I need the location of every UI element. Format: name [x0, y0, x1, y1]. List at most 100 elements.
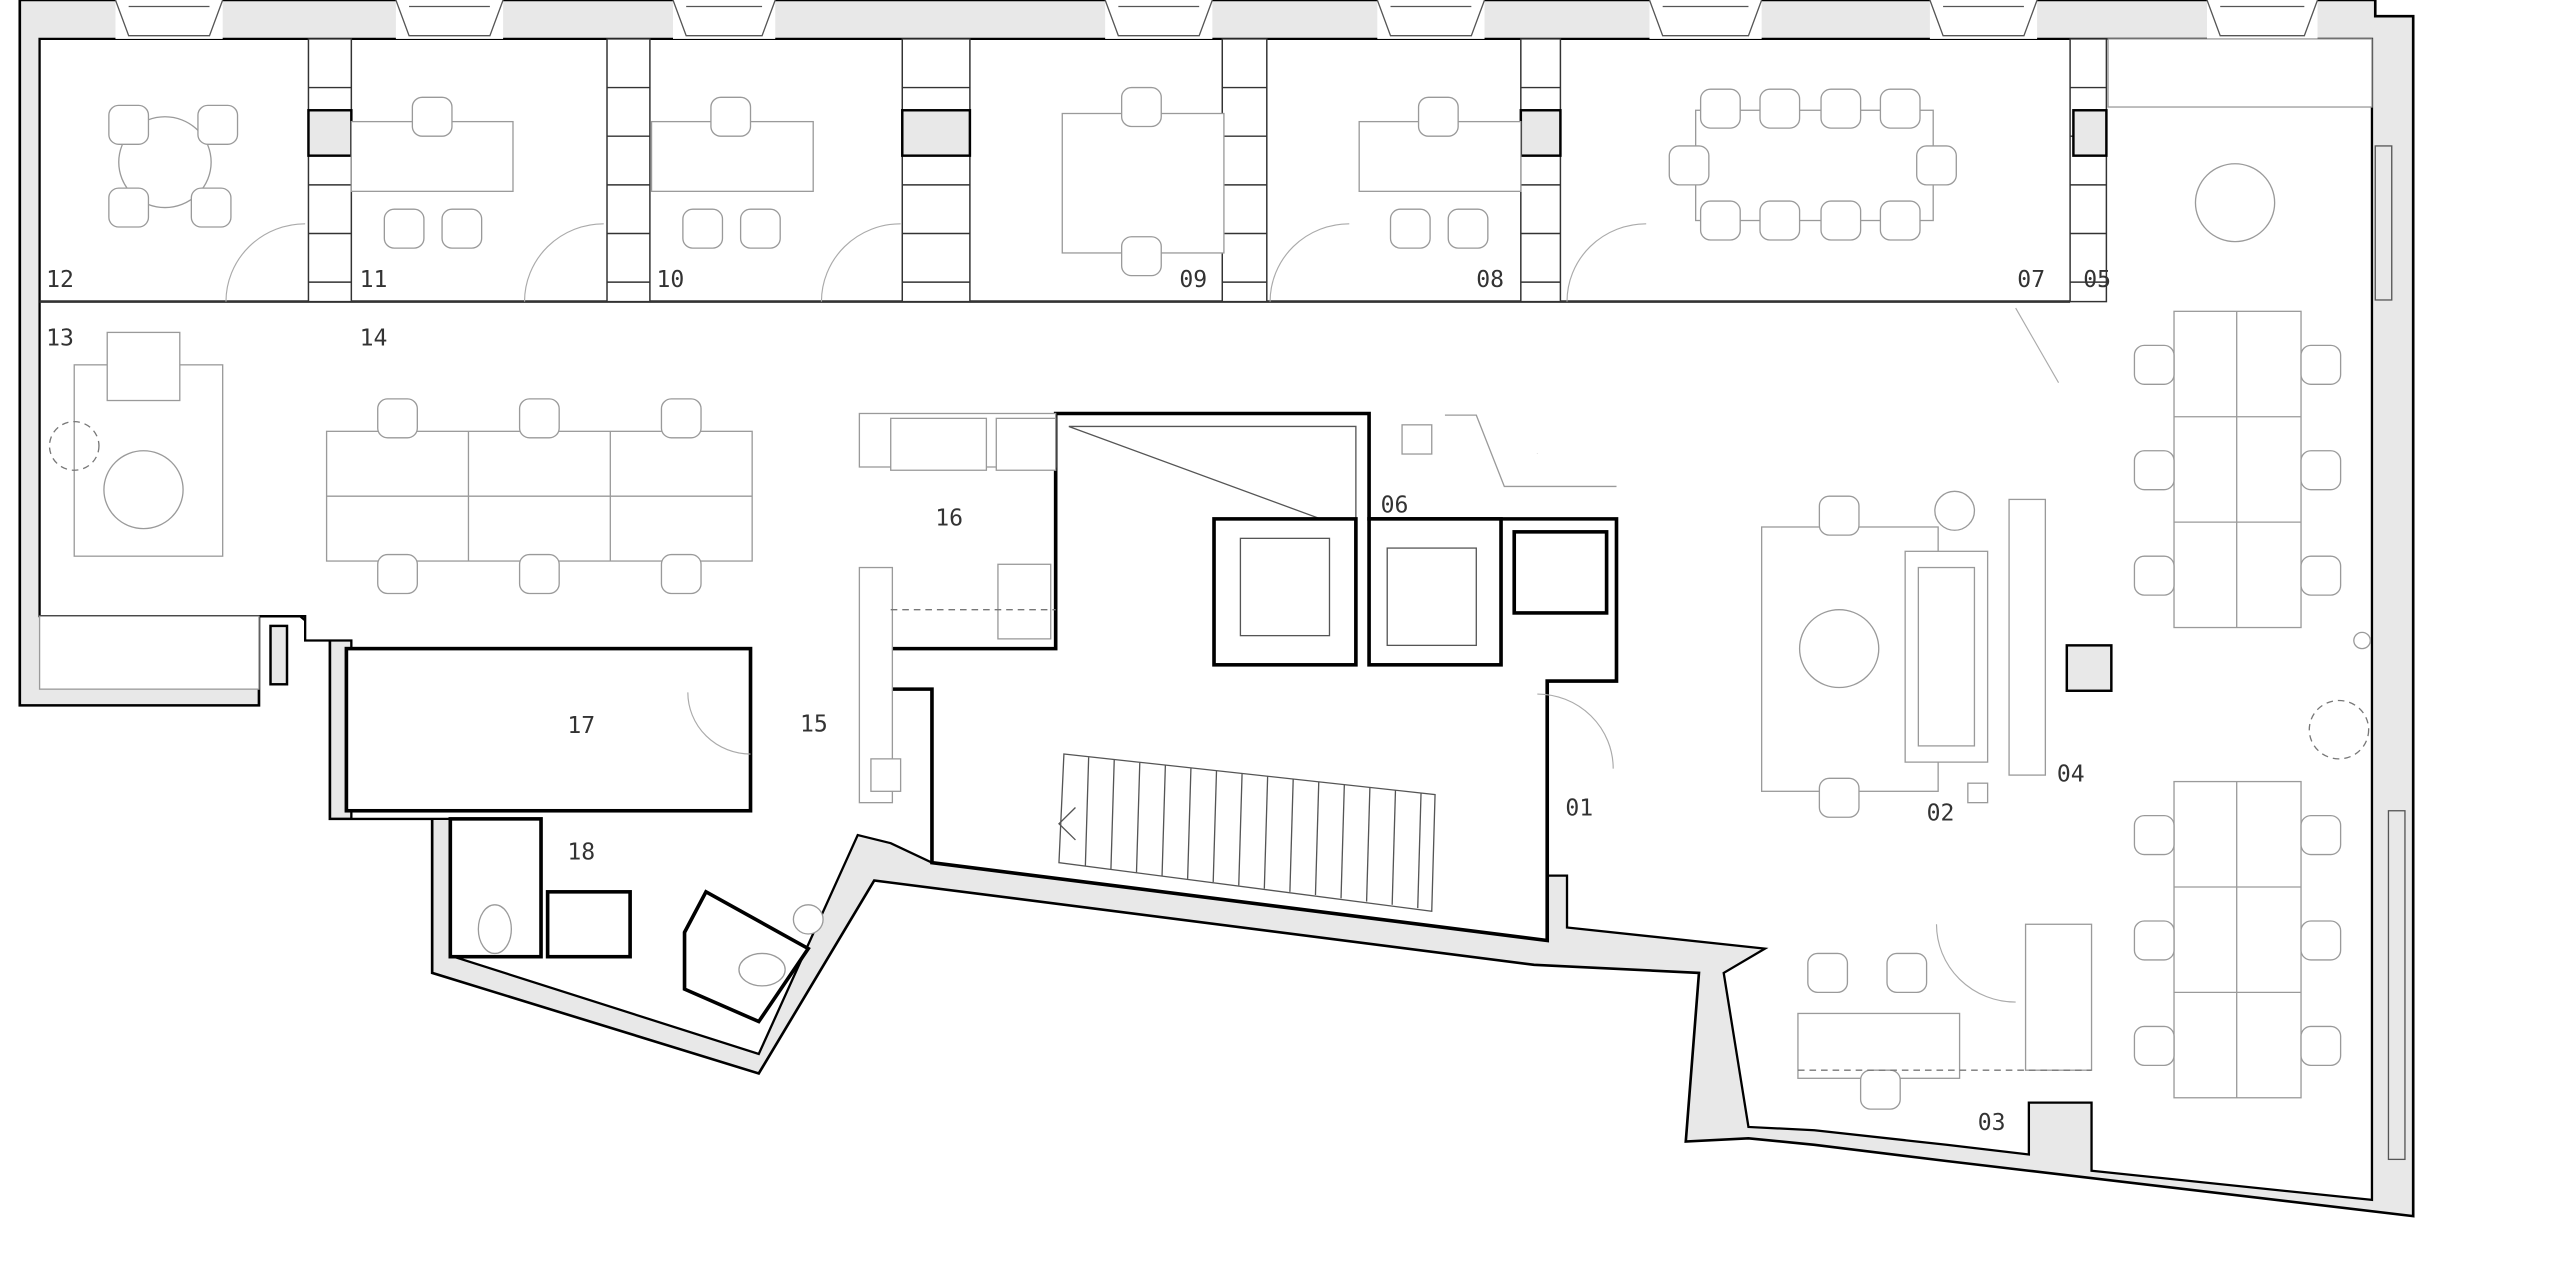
sideboard [2107, 38, 2373, 108]
chair [682, 208, 724, 249]
column [901, 109, 972, 157]
hose-reel [2353, 631, 2371, 650]
window-reveal [114, 0, 224, 37]
chair [1879, 200, 1921, 241]
shelving-units [307, 38, 2108, 303]
toilet [477, 904, 512, 955]
stair-tread [1161, 765, 1167, 876]
window-reveal [1376, 0, 1486, 37]
chair [1417, 96, 1459, 137]
curtain [2015, 307, 2060, 383]
window-opening [1649, 0, 1762, 39]
sink [792, 904, 824, 935]
chair [660, 398, 702, 439]
shelving-unit [2024, 923, 2093, 1071]
column [2065, 644, 2113, 692]
shelving-unit [2069, 38, 2108, 303]
chair [190, 187, 232, 228]
window-opening [672, 0, 776, 39]
wc-angled [682, 889, 811, 1024]
window-opening [1929, 0, 2038, 39]
room-label-17: 17 [567, 713, 595, 739]
window-reveal [1929, 0, 2038, 37]
chair [2300, 814, 2342, 856]
elevator-car-1 [1239, 537, 1331, 637]
stair-tread [1186, 768, 1192, 879]
chair [1820, 88, 1862, 129]
room-label-15: 15 [800, 711, 828, 737]
door-swing [1566, 223, 1647, 302]
room-label-18: 18 [567, 840, 595, 866]
chair [1120, 236, 1162, 277]
door-swing [225, 223, 306, 302]
furniture [38, 38, 2373, 1110]
window-reveal [2206, 0, 2319, 37]
cabinet [38, 615, 260, 690]
chair [518, 398, 560, 439]
window-reveal [1648, 0, 1763, 37]
coffee-table [103, 450, 184, 530]
chair [2300, 920, 2342, 961]
chair [108, 187, 150, 228]
box [1967, 782, 1989, 804]
door-swing [523, 223, 604, 302]
coffee-table [1798, 609, 1880, 689]
column [269, 624, 289, 686]
windows [114, 0, 2406, 1161]
stair-arrow-icon [1058, 807, 1076, 841]
door-swing [1935, 924, 2016, 1003]
window-opening [1377, 0, 1485, 39]
room-label-03: 03 [1978, 1110, 2006, 1136]
room-label-11: 11 [360, 267, 388, 293]
shelving-unit [901, 38, 971, 303]
column [1519, 109, 1562, 157]
shaft-3 [1512, 530, 1609, 615]
room-labels: 12 11 10 09 08 07 05 13 14 16 06 17 15 1… [46, 267, 2111, 1136]
chair [739, 208, 781, 249]
room-label-13: 13 [46, 326, 74, 352]
shelving-unit [1221, 38, 1268, 303]
elevator-shaft-1 [1212, 517, 1358, 667]
chair [1447, 208, 1489, 249]
core-inner-line [1068, 425, 1357, 533]
shelving-unit [1520, 38, 1562, 303]
sofa-seat [1917, 566, 1976, 747]
stair-tread [1289, 779, 1294, 892]
chair [1818, 777, 1860, 818]
chair [411, 96, 453, 137]
room-label-08: 08 [1476, 267, 1504, 293]
stair-tread [1110, 759, 1115, 870]
chair [1807, 952, 1849, 994]
chair [2133, 450, 2175, 491]
chair [1886, 952, 1928, 994]
chair [1818, 495, 1860, 536]
plant-icon [2308, 699, 2370, 760]
door-swing [1269, 223, 1350, 302]
chair [2300, 1025, 2342, 1066]
desk [1061, 112, 1225, 254]
chair [2133, 555, 2175, 596]
chair [1120, 86, 1162, 128]
chair [1668, 145, 1710, 186]
chair [1699, 88, 1741, 129]
window-opening [395, 0, 504, 39]
column [307, 109, 353, 157]
reception-desk [1444, 414, 1617, 488]
chair [2133, 814, 2175, 856]
stool [1401, 424, 1433, 455]
door-swing [687, 692, 751, 755]
appliance [890, 417, 988, 471]
elevator-shaft-2 [1367, 517, 1503, 667]
desk [1797, 1012, 1961, 1079]
room-label-16: 16 [935, 506, 963, 532]
sink [870, 758, 902, 792]
toilet [738, 952, 786, 987]
door-swing [1537, 693, 1614, 769]
chair [108, 104, 150, 145]
window-reveal [395, 0, 504, 37]
stair-tread [1391, 790, 1397, 905]
stair-tread [1135, 762, 1141, 873]
plant-icon [48, 420, 100, 471]
room-label-02: 02 [1927, 801, 1955, 827]
room-label-05: 05 [2083, 267, 2111, 293]
